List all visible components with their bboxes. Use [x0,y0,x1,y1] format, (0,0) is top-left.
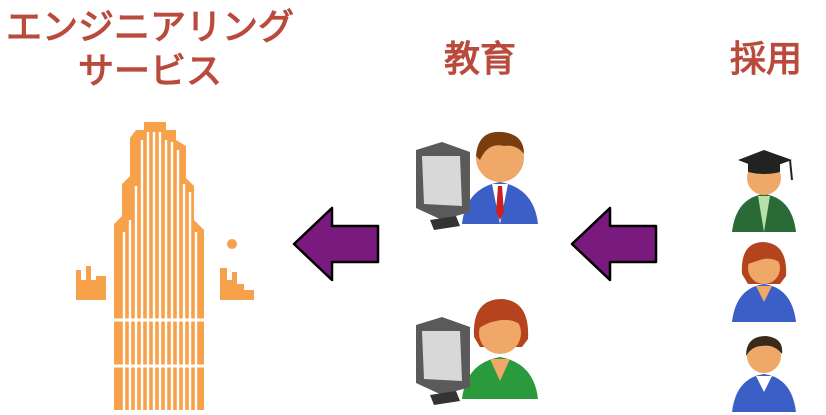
person-at-computer-icon [416,131,538,230]
recruitment-title: 採用 [729,39,802,80]
engineering-title-line1: エンジニアリング [5,7,294,48]
office-tower-icon [76,122,254,410]
engineering-title-line2: サービス [77,51,222,92]
graduate-person-icon [732,150,796,232]
female-person-icon [732,242,796,322]
left-arrow-icon [292,206,380,282]
male-person-icon [732,336,796,412]
person-at-computer-icon [416,299,538,405]
left-arrow-icon [570,206,658,282]
education-title: 教育 [443,39,516,80]
